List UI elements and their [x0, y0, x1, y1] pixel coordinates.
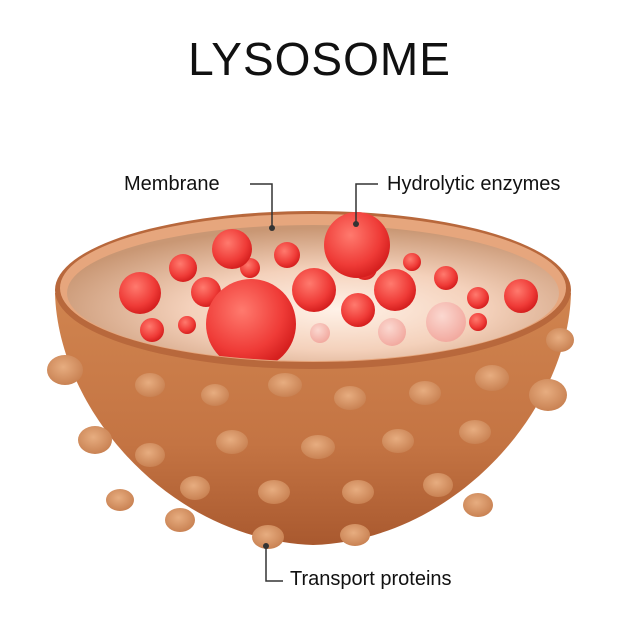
- enzyme: [178, 316, 196, 334]
- enzyme: [378, 318, 406, 346]
- hydrolytic-enzymes-label: Hydrolytic enzymes: [387, 173, 561, 195]
- transport-protein: [47, 355, 83, 385]
- enzymes-leader-dot: [353, 221, 359, 227]
- transport-protein: [463, 493, 493, 517]
- enzyme-labeled: [324, 212, 390, 278]
- transport-proteins: [47, 328, 574, 549]
- enzyme: [140, 318, 164, 342]
- enzyme: [310, 323, 330, 343]
- transport-protein: [301, 435, 335, 459]
- transport-protein: [252, 525, 284, 549]
- transport-protein: [340, 524, 370, 546]
- transport-protein: [475, 365, 509, 391]
- transport-protein: [216, 430, 248, 454]
- enzyme: [403, 253, 421, 271]
- transport-protein: [135, 373, 165, 397]
- transport-proteins-label: Transport proteins: [290, 568, 452, 590]
- enzymes-leader: [355, 183, 378, 222]
- transport-protein: [409, 381, 441, 405]
- leader-lines: [250, 183, 378, 582]
- transport-leader-dot: [263, 543, 269, 549]
- enzyme: [469, 313, 487, 331]
- membrane-label: Membrane: [124, 173, 220, 195]
- transport-protein: [106, 489, 134, 511]
- transport-protein: [546, 328, 574, 352]
- enzyme: [206, 279, 296, 361]
- transport-protein: [201, 384, 229, 406]
- transport-protein: [382, 429, 414, 453]
- membrane-leader-dot: [269, 225, 275, 231]
- transport-protein: [268, 373, 302, 397]
- transport-protein: [180, 476, 210, 500]
- transport-protein: [459, 420, 491, 444]
- enzyme: [169, 254, 197, 282]
- transport-protein: [529, 379, 567, 411]
- enzyme: [119, 272, 161, 314]
- transport-leader: [265, 548, 283, 582]
- enzyme: [426, 302, 466, 342]
- enzyme: [212, 229, 252, 269]
- transport-protein: [342, 480, 374, 504]
- transport-protein: [135, 443, 165, 467]
- membrane-leader: [250, 183, 273, 226]
- transport-protein: [334, 386, 366, 410]
- enzyme: [341, 293, 375, 327]
- transport-protein: [423, 473, 453, 497]
- enzyme: [467, 287, 489, 309]
- transport-protein: [258, 480, 290, 504]
- hydrolytic-enzymes: [119, 242, 489, 361]
- transport-protein: [78, 426, 112, 454]
- enzyme: [374, 269, 416, 311]
- enzyme: [292, 268, 336, 312]
- page-title: LYSOSOME: [188, 33, 451, 85]
- transport-protein: [165, 508, 195, 532]
- enzyme: [504, 279, 538, 313]
- enzyme: [434, 266, 458, 290]
- enzyme: [274, 242, 300, 268]
